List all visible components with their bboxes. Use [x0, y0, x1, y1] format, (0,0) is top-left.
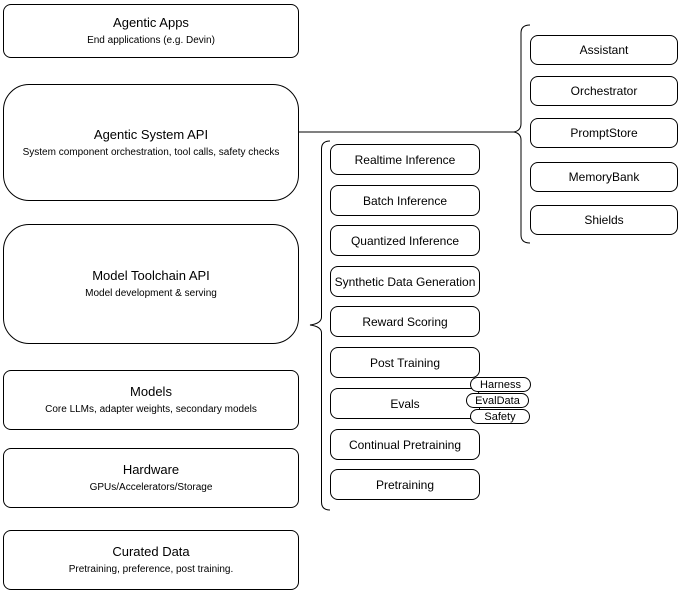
- node-model-toolchain-api[interactable]: Model Toolchain API Model development & …: [3, 224, 299, 344]
- node-label: Batch Inference: [362, 193, 448, 208]
- node-memorybank[interactable]: MemoryBank: [530, 162, 678, 192]
- node-subtitle: GPUs/Accelerators/Storage: [89, 482, 213, 493]
- node-curated-data[interactable]: Curated Data Pretraining, preference, po…: [3, 530, 299, 590]
- node-post-training[interactable]: Post Training: [330, 347, 480, 378]
- node-label: Realtime Inference: [354, 152, 456, 167]
- node-title: Agentic Apps: [113, 15, 189, 30]
- node-label: Post Training: [369, 355, 441, 370]
- node-assistant[interactable]: Assistant: [530, 35, 678, 65]
- node-label: MemoryBank: [568, 170, 640, 184]
- node-label: Continual Pretraining: [348, 437, 462, 452]
- node-label: Harness: [480, 378, 521, 391]
- node-label: Evals: [390, 396, 420, 411]
- node-label: Shields: [584, 213, 624, 227]
- node-label: Assistant: [579, 43, 629, 57]
- node-subtitle: System component orchestration, tool cal…: [22, 146, 280, 158]
- toolchain-services-brace: [309, 140, 331, 511]
- node-models[interactable]: Models Core LLMs, adapter weights, secon…: [3, 370, 299, 430]
- node-agentic-system-api[interactable]: Agentic System API System component orch…: [3, 84, 299, 201]
- node-continual-pretraining[interactable]: Continual Pretraining: [330, 429, 480, 460]
- node-realtime-inference[interactable]: Realtime Inference: [330, 144, 480, 175]
- node-title: Curated Data: [112, 544, 190, 559]
- node-synthetic-data-generation[interactable]: Synthetic Data Generation: [330, 266, 480, 297]
- node-promptstore[interactable]: PromptStore: [530, 118, 678, 148]
- node-quantized-inference[interactable]: Quantized Inference: [330, 225, 480, 256]
- node-title: Hardware: [122, 462, 180, 477]
- node-label: EvalData: [475, 394, 520, 407]
- node-label: Synthetic Data Generation: [334, 274, 476, 289]
- node-agentic-apps[interactable]: Agentic Apps End applications (e.g. Devi…: [3, 4, 299, 58]
- node-subtitle: Pretraining, preference, post training.: [68, 564, 234, 575]
- node-title: Model Toolchain API: [92, 268, 210, 283]
- node-eval-harness[interactable]: Harness: [470, 377, 531, 392]
- node-subtitle: End applications (e.g. Devin): [87, 35, 215, 46]
- node-pretraining[interactable]: Pretraining: [330, 469, 480, 500]
- node-label: Pretraining: [375, 477, 435, 492]
- node-label: PromptStore: [570, 126, 638, 140]
- node-subtitle: Core LLMs, adapter weights, secondary mo…: [45, 404, 257, 415]
- node-orchestrator[interactable]: Orchestrator: [530, 76, 678, 106]
- node-subtitle: Model development & serving: [85, 288, 217, 299]
- node-eval-safety[interactable]: Safety: [470, 409, 530, 424]
- node-evals[interactable]: Evals: [330, 388, 480, 419]
- node-reward-scoring[interactable]: Reward Scoring: [330, 306, 480, 337]
- system-components-brace: [513, 24, 531, 244]
- node-label: Reward Scoring: [362, 314, 448, 329]
- node-label: Orchestrator: [570, 84, 638, 98]
- node-batch-inference[interactable]: Batch Inference: [330, 185, 480, 216]
- node-title: Agentic System API: [93, 126, 209, 142]
- node-label: Safety: [484, 410, 516, 423]
- node-label: Quantized Inference: [350, 233, 460, 248]
- node-shields[interactable]: Shields: [530, 205, 678, 235]
- node-title: Models: [130, 384, 172, 399]
- node-hardware[interactable]: Hardware GPUs/Accelerators/Storage: [3, 448, 299, 508]
- node-eval-evaldata[interactable]: EvalData: [466, 393, 529, 408]
